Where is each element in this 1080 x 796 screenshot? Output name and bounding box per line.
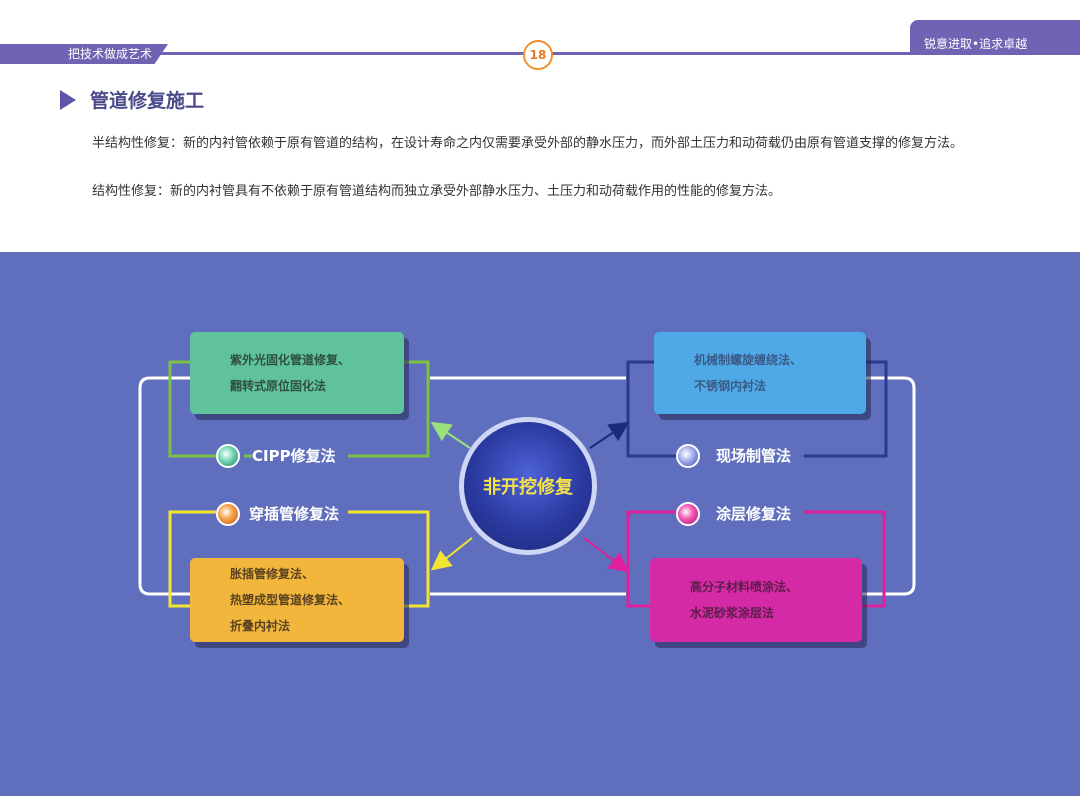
- paragraph-semi-structural: 半结构性修复：新的内衬管依赖于原有管道的结构，在设计寿命之内仅需要承受外部的静水…: [92, 136, 964, 151]
- method-label-coat: 涂层修复法: [716, 505, 792, 523]
- field-detail-line: 不锈钢内衬法: [694, 379, 767, 393]
- insert-detail-line: 热塑成型管道修复法、: [230, 593, 351, 607]
- center-label: 非开挖修复: [483, 477, 573, 498]
- orange-orb-icon: [216, 502, 240, 526]
- cipp-detail-line: 翻转式原位固化法: [230, 379, 327, 393]
- insert-bracket: [168, 510, 430, 608]
- arrow-to-coat: [583, 537, 630, 573]
- insert-detail-line: 胀插管修复法、: [230, 567, 315, 581]
- method-label-insert: 穿插管修复法: [249, 505, 340, 523]
- cipp-detail-box: 紫外光固化管道修复、 翻转式原位固化法: [190, 332, 404, 414]
- cipp-detail-line: 紫外光固化管道修复、: [230, 353, 351, 367]
- field-bracket: [626, 360, 888, 458]
- green-orb-icon: [216, 444, 240, 468]
- page-number: 18: [523, 40, 553, 70]
- paragraph-structural: 结构性修复：新的内衬管具有不依赖于原有管道结构而独立承受外部静水压力、土压力和动…: [92, 184, 782, 199]
- blue-orb-icon: [676, 444, 700, 468]
- arrow-to-field: [589, 421, 630, 449]
- center-circle: 非开挖修复: [459, 417, 597, 555]
- arrow-to-cipp: [430, 421, 471, 449]
- method-label-field: 现场制管法: [716, 447, 792, 465]
- header-right-slogan: 锐意进取•追求卓越: [910, 20, 1080, 54]
- diagram-panel: 紫外光固化管道修复、 翻转式原位固化法 机械制螺旋缠绕法、 不锈钢内衬法 胀插管…: [0, 252, 1080, 796]
- header-left-slogan: 把技术做成艺术: [0, 44, 168, 64]
- coat-detail-line: 高分子材料喷涂法、: [690, 580, 799, 594]
- insert-detail-line: 折叠内衬法: [230, 619, 291, 633]
- field-detail-box: 机械制螺旋缠绕法、 不锈钢内衬法: [654, 332, 866, 414]
- pink-orb-icon: [676, 502, 700, 526]
- title-triangle-icon: [60, 90, 76, 110]
- coat-detail-box: 高分子材料喷涂法、 水泥砂浆涂层法: [650, 558, 862, 642]
- section-title: 管道修复施工: [90, 90, 205, 112]
- insert-detail-box: 胀插管修复法、 热塑成型管道修复法、 折叠内衬法: [190, 558, 404, 642]
- diagram-connectors: [138, 360, 916, 608]
- cipp-bracket: [168, 360, 430, 458]
- method-label-cipp: CIPP修复法: [252, 447, 336, 465]
- outer-frame: [138, 376, 190, 596]
- field-detail-line: 机械制螺旋缠绕法、: [694, 353, 803, 367]
- coat-detail-line: 水泥砂浆涂层法: [690, 606, 775, 620]
- outer-frame-right: [862, 376, 916, 596]
- arrow-to-insert: [430, 537, 473, 571]
